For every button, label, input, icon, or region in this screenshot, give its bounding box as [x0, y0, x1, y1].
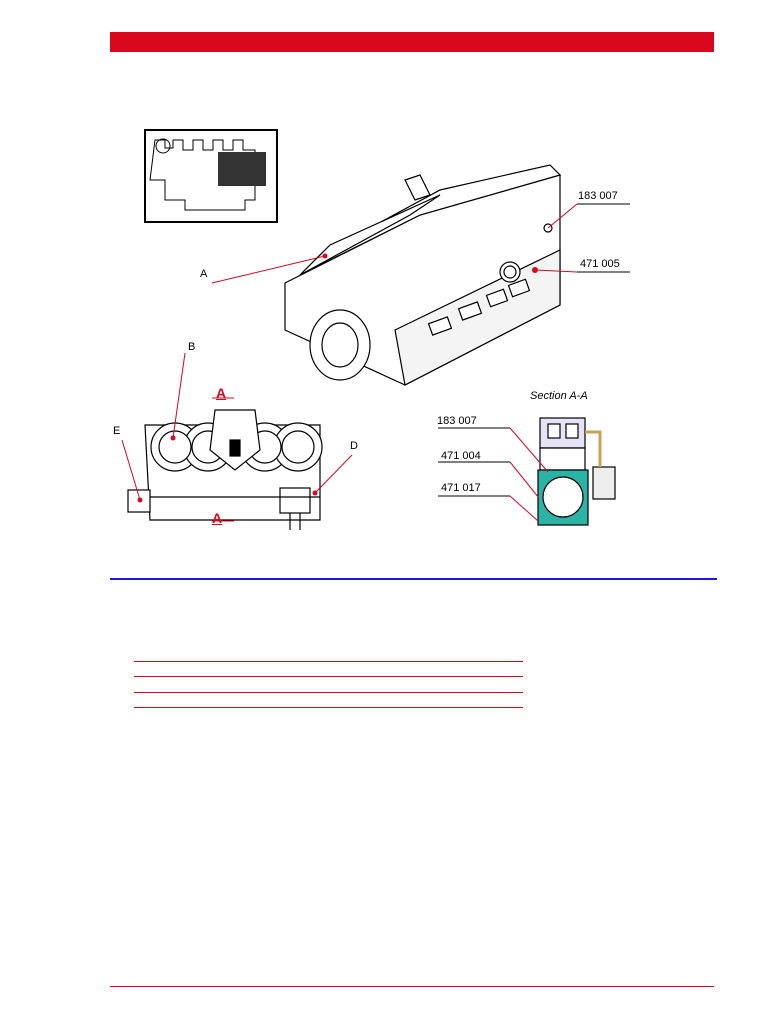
section-a-a-view [537, 417, 616, 526]
cut-label-bottom: A [212, 510, 223, 526]
table-rule-2 [134, 676, 523, 677]
table-rule-1 [134, 661, 523, 662]
label-d: D [350, 440, 358, 452]
label-471-017: 471 017 [441, 482, 481, 494]
footer-rule [110, 986, 714, 987]
header-bar [110, 32, 714, 52]
section-title: Section A-A [530, 390, 588, 402]
label-e: E [113, 425, 121, 437]
leader-lines-end [121, 352, 353, 522]
label-471-004: 471 004 [441, 450, 481, 462]
label-a: A [200, 268, 208, 280]
cut-label-top: A [216, 385, 227, 401]
engine-end-view [127, 409, 323, 530]
label-471-005: 471 005 [580, 258, 620, 270]
section-divider [110, 578, 717, 580]
engine-block-iso [284, 164, 562, 386]
leader-lines-iso [211, 203, 630, 284]
locator-thumbnail [144, 129, 278, 223]
table-rule-4 [134, 707, 523, 708]
label-b: B [188, 341, 196, 353]
label-183-007-section: 183 007 [437, 415, 477, 427]
table-rule-3 [134, 692, 523, 693]
leader-lines-section [438, 427, 549, 522]
label-183-007-top: 183 007 [578, 190, 618, 202]
